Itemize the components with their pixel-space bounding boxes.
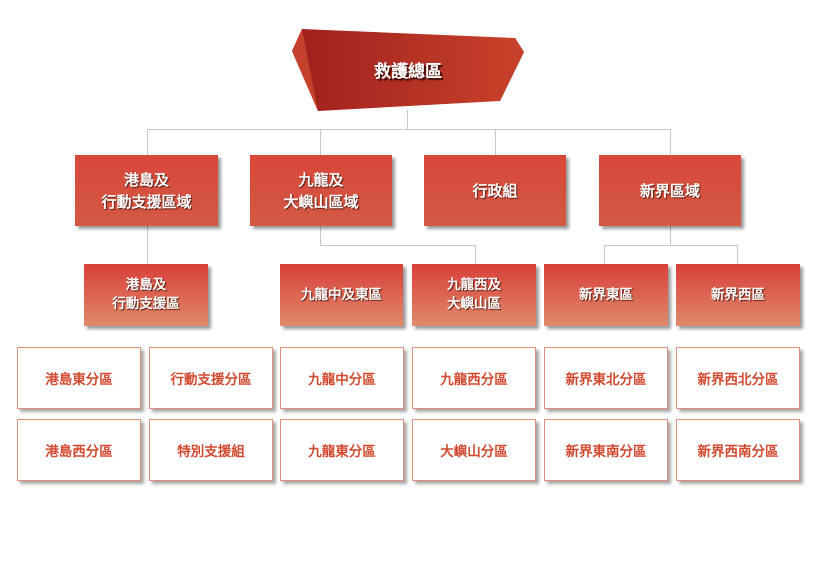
area-hk-island[interactable]: 港島及 行動支援區 [84,264,208,326]
division-box[interactable]: 九龍東分區 [280,419,404,481]
area-nt-west[interactable]: 新界西區 [676,264,800,326]
area-nt-east[interactable]: 新界東區 [544,264,668,326]
connector [475,245,476,264]
connector [495,129,496,155]
division-box[interactable]: 新界東南分區 [544,419,668,481]
region-nt[interactable]: 新界區域 [599,155,741,226]
division-box[interactable]: 特別支援組 [149,419,273,481]
division-box[interactable]: 新界西南分區 [676,419,800,481]
connector [320,129,321,155]
connector [147,129,148,155]
division-box[interactable]: 新界東北分區 [544,347,668,409]
division-box[interactable]: 港島東分區 [17,347,141,409]
region-kowloon[interactable]: 九龍及 大嶼山區域 [250,155,392,226]
connector [407,110,408,129]
connector [320,245,475,246]
connector [670,226,671,245]
connector [604,245,605,264]
region-admin[interactable]: 行政組 [424,155,566,226]
division-box[interactable]: 行動支援分區 [149,347,273,409]
connector [737,245,738,264]
connector [147,226,148,264]
region-hk-island[interactable]: 港島及 行動支援區域 [75,155,218,226]
division-box[interactable]: 九龍西分區 [412,347,536,409]
area-kowloon-central-east[interactable]: 九龍中及東區 [280,264,403,326]
division-box[interactable]: 大嶼山分區 [412,419,536,481]
connector [320,226,321,245]
root-node-shape [292,29,524,111]
area-kowloon-west-lantau[interactable]: 九龍西及 大嶼山區 [412,264,536,326]
division-box[interactable]: 港島西分區 [17,419,141,481]
connector [147,129,671,130]
connector [604,245,737,246]
division-box[interactable]: 九龍中分區 [280,347,404,409]
root-node[interactable]: 救護總區 [374,61,442,82]
connector [670,129,671,155]
division-box[interactable]: 新界西北分區 [676,347,800,409]
